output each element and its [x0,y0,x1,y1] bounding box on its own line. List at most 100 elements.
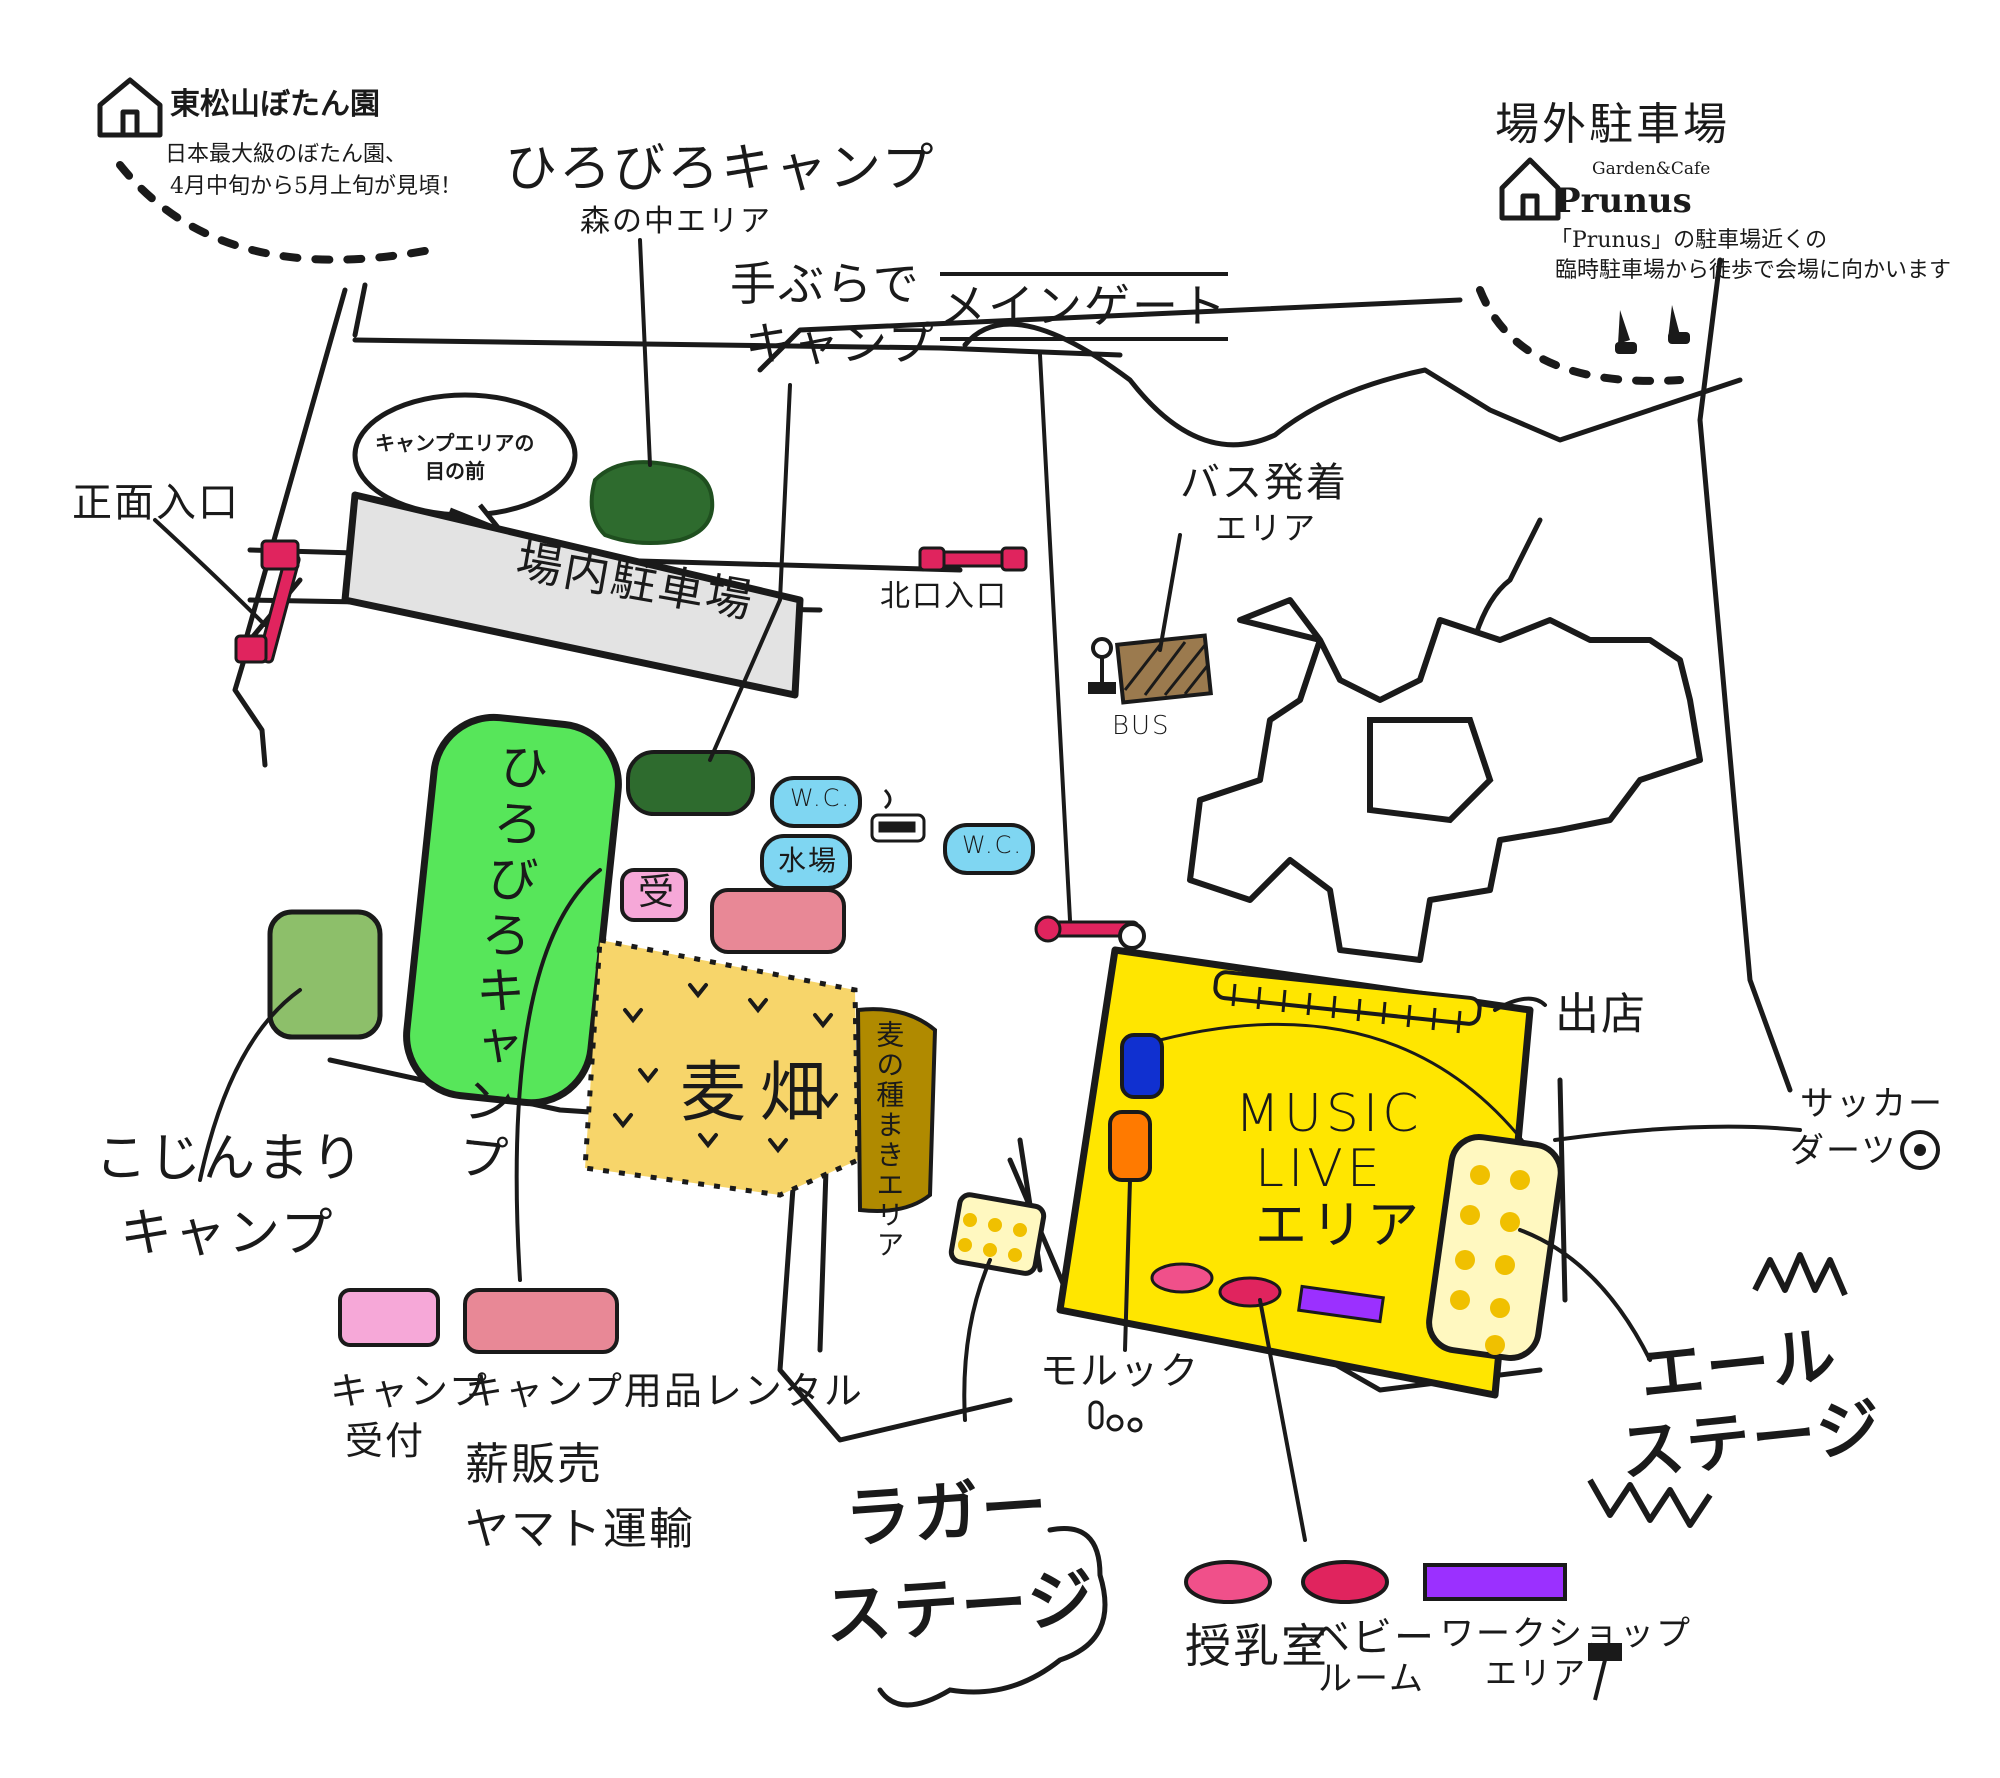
workshop-shape-small [1297,1284,1385,1324]
main-gate-post-right [1118,922,1146,950]
leader-tebura [708,383,792,762]
leader-lagar [962,1258,992,1422]
leader-reception [514,868,602,1282]
road-upper [757,297,1463,373]
speech-bubble [352,392,578,518]
leader-main-gate [1038,353,1072,922]
smoking-icon [870,788,926,843]
bus-area-line2: エリア [1215,509,1318,547]
bus-stop-icon [1088,637,1116,694]
leader-shops [1493,996,1547,1012]
outside-parking-title: 場外駐車場 [1495,99,1730,150]
main-gate-label: メインゲート [940,272,1228,341]
botan-desc-2: 4月中旬から5月上旬が見頃！ [170,174,462,199]
hirobiro-forest-sub: 森の中エリア [580,204,772,239]
cafe-subtitle: Garden&Cafe [1592,159,1711,179]
shops-bar-ticks [1231,983,1462,1034]
soccer-line2: ダーツ [1790,1131,1898,1171]
front-gate-top [260,539,300,571]
leader-baby [1258,1298,1307,1542]
road-right-edge [1697,257,1793,1093]
legend-rental-line2: 薪販売 [465,1439,603,1490]
bubble-line1: キャンプエリアの [375,431,535,455]
rental-shape [710,888,846,954]
lagar-stage-dots [958,1213,1027,1262]
wc-2-shape [943,823,1035,875]
north-gate [933,550,1012,568]
leader-molluk [1123,1178,1132,1352]
leader-bus [1158,533,1182,652]
wheat-sowing-label: 麦の種まきエリア [872,1020,906,1260]
kojinmari-line2: キャンプ [120,1204,335,1264]
bus-area-line1: バス発着 [1180,460,1348,506]
building-inner [1367,717,1494,824]
molluk-label: モルック [1040,1349,1201,1393]
dashed-arc-botan [116,161,434,264]
wc2-label: W.C. [962,831,1023,859]
botan-house-icon [97,77,163,138]
speech-bubble-tail [449,503,503,533]
nursing-shape-small [1150,1262,1214,1294]
molluk-blue [1120,1033,1164,1099]
hirobiro-forest-title: ひろびろキャンプ [505,139,936,199]
soccer-line1: サッカー [1800,1084,1944,1124]
leader-kojinmari [198,988,302,1182]
legend-workshop-swatch [1423,1563,1567,1601]
music-live-line3: エリア [1255,1196,1424,1256]
shops-label: 出店 [1555,989,1647,1040]
road-left-curve [232,577,303,768]
tebura-line2: キャンプ [745,317,936,371]
bus-area-hatch [1123,641,1210,696]
forest-area [589,460,715,545]
nursing-label: 授乳室 [1185,1619,1329,1673]
north-gate-left [918,546,946,572]
prunus-note-1: 「Prunus」の駐車場近くの [1550,228,1828,253]
main-gate-post-left [1034,915,1062,943]
workshop-line2: エリア [1485,1654,1588,1692]
road-top-parking [352,337,1123,358]
leader-lines [153,238,1802,1542]
hirobiro-camp-area [403,713,622,1107]
botan-title: 東松山ぼたん園 [170,87,380,122]
road-lower [777,1087,1013,1443]
bubble-line2: 目の前 [425,459,485,483]
wc1-label: W.C. [790,784,851,812]
workshop-line1: ワークショップ [1440,1614,1692,1654]
baby-line2: ルーム [1318,1659,1425,1699]
wheat-field-area [582,936,861,1198]
kojinmari-camp-area [267,909,383,1040]
front-gate-bottom [234,634,268,664]
lagar-stage-area [948,1192,1047,1276]
bus-label: BUS [1112,711,1171,741]
prunus-note-2: 臨時駐車場から徒歩で会場に向かいます [1555,258,1952,283]
footsteps-icon [1615,305,1690,354]
baby-line1: ベビー [1310,1615,1436,1661]
wheat-field-label: 麦畑 [680,1054,840,1131]
legend-rental-line1: キャンプ用品レンタル [465,1369,864,1413]
botan-desc-1: 日本最大級のぼたん園、 [165,142,408,167]
wheat-sowing-area [855,1007,938,1213]
ale-zigzag-top [1752,1252,1848,1297]
music-live-line2: LIVE [1255,1139,1384,1199]
ale-zigzag-bottom [1587,1478,1713,1528]
tebura-line1: 手ぶらで [730,257,921,311]
molluk-orange [1108,1110,1152,1182]
legend-reception-line2: 受付 [345,1419,426,1463]
legend-rental-line3: ヤマト運輸 [465,1504,695,1555]
legend-rental-swatch [463,1288,619,1354]
reception-shape [620,868,688,922]
north-entrance-label: 北口入口 [880,579,1008,614]
ale-stage-dots [1450,1165,1530,1355]
reception-short-label: 受 [638,872,677,913]
kojinmari-line1: こじんまり [95,1129,366,1189]
legend-reception-line1: キャンプ [330,1369,489,1413]
molluk-pins-icon [1088,1400,1143,1433]
leader-front [153,518,267,627]
hammer-icon [1588,1643,1622,1701]
front-entrance-label: 正面入口 [72,480,240,526]
road-top-curve [962,321,1743,448]
music-live-path [1159,1022,1532,1151]
north-gate-right [1000,546,1028,572]
